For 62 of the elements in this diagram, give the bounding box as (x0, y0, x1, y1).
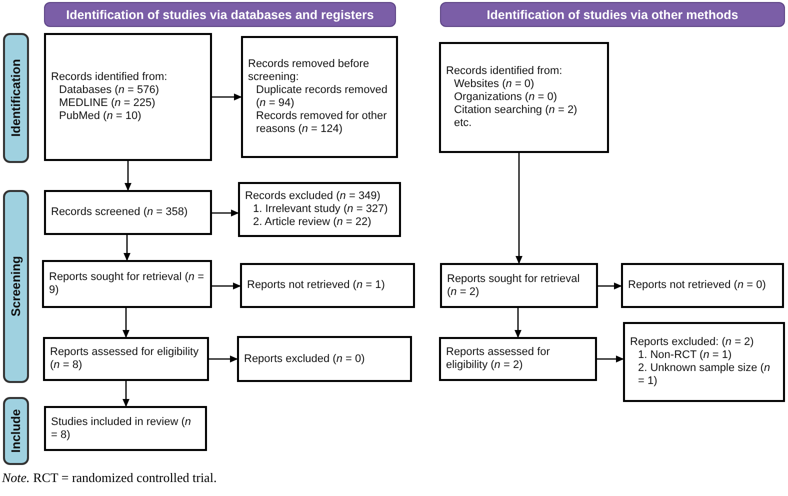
section-header: Identification of studies via databases and registers (44, 2, 396, 27)
box-text: Reports assessed for eligibility (n = 2) (446, 346, 551, 372)
box-text: Duplicate records removed (n = 94) (255, 84, 388, 110)
box-text: Records identified from: (51, 71, 168, 84)
process-box (439, 337, 597, 381)
box-text: 2. Article review (n = 22) (252, 216, 372, 229)
process-box (238, 182, 401, 237)
box-text: Citation searching (n = 2) (453, 104, 578, 117)
stage-label: Include (9, 409, 23, 453)
box-text: PubMed (n = 10) (58, 110, 142, 123)
box-text: MEDLINE (n = 225) (58, 97, 156, 110)
process-box (42, 260, 212, 308)
box-text: Reports not retrieved (n = 0) (628, 279, 767, 292)
box-text: 2. Unknown sample size (n = 1) (637, 362, 772, 388)
box-text: Reports excluded: (n = 2) (630, 336, 755, 349)
box-text: Records removed before screening: (248, 58, 370, 84)
section-header: Identification of studies via other methods (440, 2, 785, 27)
arrow (514, 308, 522, 338)
box-text: Reports excluded (n = 0) (244, 352, 366, 366)
box-text: Reports assessed for eligibility (n = 8) (50, 346, 200, 372)
process-box (44, 406, 207, 451)
box-text: Records excluded (n = 349) (245, 190, 382, 203)
arrow (212, 282, 241, 290)
stage-label: Identification (9, 59, 23, 137)
box-text: Websites (n = 0) (453, 78, 536, 91)
caption: Note. RCT = randomized controlled trial. (2, 470, 217, 486)
arrow (597, 356, 624, 362)
process-box (621, 263, 784, 308)
arrow (212, 210, 239, 216)
process-box (237, 336, 412, 382)
process-box (439, 42, 609, 153)
arrow (124, 235, 130, 261)
box-text: Records identified from: (446, 65, 564, 78)
box-text: 1. Irrelevant study (n = 327) (252, 203, 389, 216)
process-box (44, 190, 212, 235)
box-text: Records screened (n = 358) (51, 206, 189, 219)
stage-tab (3, 33, 29, 163)
process-box (440, 263, 598, 308)
process-box (240, 263, 415, 308)
process-box (43, 337, 209, 381)
stage-tab (3, 397, 29, 465)
stage-tab (3, 190, 29, 383)
arrow (124, 161, 132, 191)
box-text: Reports sought for retrieval (n = 2) (447, 272, 581, 298)
stage-label: Screening (9, 256, 23, 317)
box-text: Studies included in review (n = 8) (51, 416, 192, 442)
arrow (212, 94, 242, 100)
arrow (122, 308, 130, 338)
arrow (516, 153, 522, 264)
box-text: 1. Non-RCT (n = 1) (637, 349, 733, 362)
box-text: Reports sought for retrieval (n = 9) (49, 271, 205, 297)
arrow (598, 282, 622, 290)
box-text: Organizations (n = 0) (453, 91, 558, 104)
process-box (623, 322, 785, 402)
process-box (241, 36, 398, 158)
process-box (44, 33, 212, 161)
box-text: Databases (n = 576) (58, 84, 160, 97)
arrow (122, 381, 130, 407)
box-text: etc. (453, 117, 473, 130)
box-text: Reports not retrieved (n = 1) (247, 279, 386, 292)
box-text: Records removed for other reasons (n = 124) (255, 110, 388, 136)
arrow (209, 356, 238, 362)
